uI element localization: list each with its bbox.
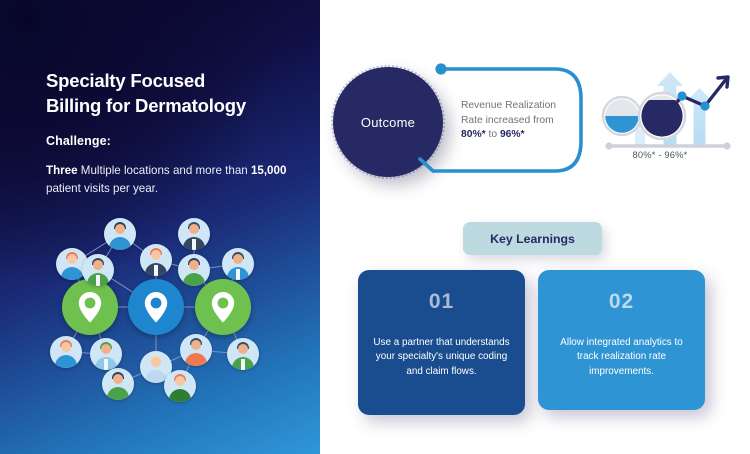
location-pin-icon-right	[195, 279, 251, 335]
left-panel: Specialty Focused Billing for Dermatolog…	[0, 0, 320, 454]
page-title-line1: Specialty Focused	[46, 70, 206, 91]
chart-axis-label: 80%* - 96%*	[632, 150, 688, 160]
location-pin-icon-left	[62, 279, 118, 335]
card-number: 01	[428, 290, 455, 313]
challenge-label: Challenge:	[46, 134, 111, 148]
card-number: 02	[608, 290, 635, 313]
key-learning-card-02: 02 Allow integrated analytics to track r…	[538, 270, 705, 410]
chart-axis	[605, 142, 731, 150]
location-pin-icon-center	[128, 279, 184, 335]
avatar	[178, 218, 210, 250]
avatar	[102, 368, 134, 400]
gauge-before	[601, 95, 643, 137]
avatar	[104, 218, 136, 250]
map-pin-glyph	[78, 292, 102, 323]
map-pin-glyph	[211, 292, 235, 323]
challenge-text-1: Multiple locations and more than	[77, 164, 251, 177]
avatar	[222, 248, 254, 280]
outcome-label: Outcome	[360, 114, 416, 130]
avatar	[90, 338, 122, 370]
avatar	[227, 338, 259, 370]
outcome-circle: Outcome	[333, 67, 443, 177]
outcome-dotted-ring	[331, 65, 445, 179]
challenge-text-2: patient visits per year.	[46, 181, 159, 195]
trend-point-2	[700, 101, 710, 111]
map-pin-glyph	[144, 292, 168, 323]
card-text: Allow integrated analytics to track real…	[560, 337, 683, 377]
chart-svg	[601, 72, 731, 150]
challenge-strong-three: Three	[46, 164, 78, 177]
avatar	[140, 351, 172, 383]
callout-line2: Rate increased from	[461, 114, 554, 126]
callout-line1: Revenue Realization	[461, 100, 557, 111]
page-title: Specialty Focused Billing for Dermatolog…	[46, 68, 298, 118]
trend-line	[660, 75, 730, 122]
growth-chart-graphic	[600, 58, 745, 166]
outcome-callout-path	[418, 63, 583, 173]
network-diagram	[28, 212, 296, 412]
callout-middle: to	[485, 129, 500, 141]
callout-value-from: 80%*	[461, 129, 486, 141]
trend-point-1	[677, 91, 687, 101]
avatar	[140, 244, 172, 276]
avatar	[82, 254, 114, 286]
card-text: Use a partner that understands your spec…	[373, 337, 510, 377]
key-learnings-heading: Key Learnings	[463, 222, 602, 255]
avatar	[164, 370, 196, 402]
key-learning-card-01: 01 Use a partner that understands your s…	[358, 270, 525, 415]
callout-start-dot	[435, 63, 447, 75]
challenge-strong-visits: 15,000	[250, 164, 287, 177]
challenge-description: Three Multiple locations and more than 1…	[46, 162, 291, 197]
avatar	[178, 254, 210, 286]
page-title-line2: Billing for Dermatology	[46, 95, 246, 116]
callout-value-to: 96%*	[499, 129, 525, 141]
key-learnings-label: Key Learnings	[490, 231, 575, 246]
outcome-callout-text: Revenue Realization Rate increased from …	[461, 99, 581, 143]
avatar	[180, 334, 212, 366]
avatar	[50, 336, 82, 368]
